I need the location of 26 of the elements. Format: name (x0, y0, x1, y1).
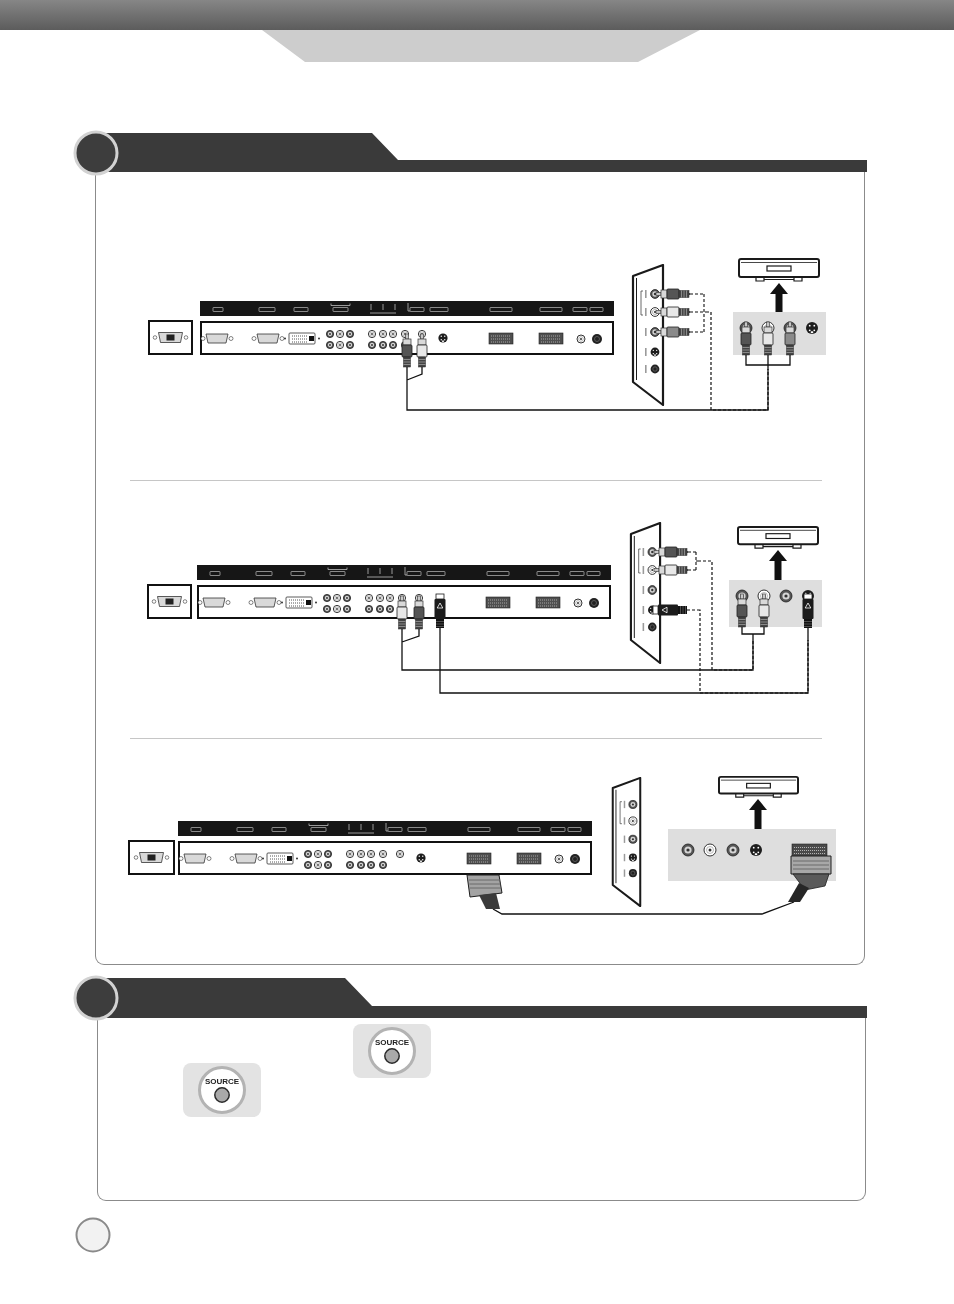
remote-button: SOURCE (198, 1066, 246, 1114)
dashed-cable-line (705, 311, 769, 411)
video-player-drawing (718, 776, 799, 799)
video-player-drawing (738, 258, 820, 283)
cable-line (439, 639, 809, 694)
dashed-cable-line (697, 560, 754, 671)
video-player-drawing (737, 526, 819, 550)
cable-line (492, 901, 795, 915)
block-arrow (769, 550, 787, 580)
tv-rear-panel-drawing (200, 301, 614, 381)
block-arrow (770, 283, 788, 312)
remote-button: SOURCE (368, 1027, 416, 1075)
jack-panel-drawing (733, 312, 826, 369)
button-tile (353, 1024, 431, 1078)
jack-panel-drawing (668, 829, 836, 902)
jack-panel-drawing (729, 580, 822, 640)
dashed-cable-line (697, 609, 809, 694)
tv-side-panel-drawing (628, 522, 698, 664)
button-tile (183, 1063, 261, 1117)
tv-rear-panel-drawing (178, 821, 592, 909)
tv-side-panel-drawing (630, 264, 706, 406)
block-arrow (749, 799, 767, 829)
cable-line (401, 639, 754, 671)
tv-rear-panel-drawing (197, 565, 612, 643)
cable-line (406, 368, 769, 411)
tv-side-panel-drawing (610, 777, 643, 907)
